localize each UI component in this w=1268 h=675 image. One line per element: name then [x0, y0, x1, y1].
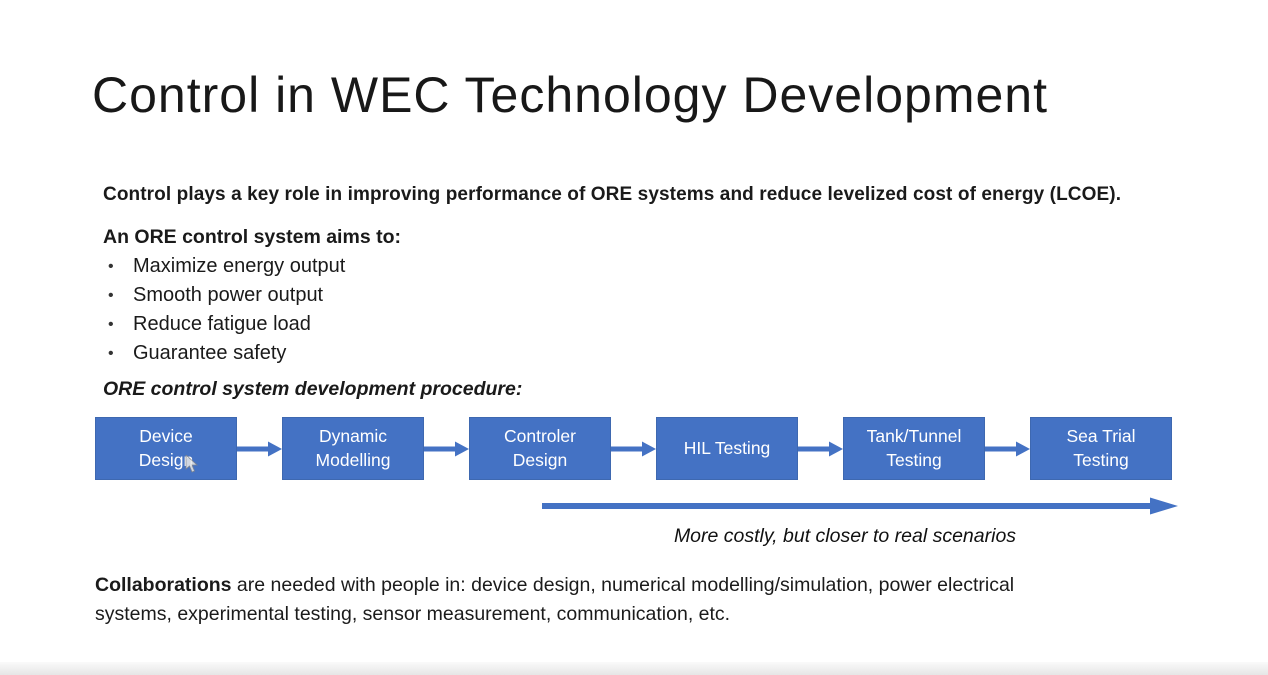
flow-connector — [237, 417, 282, 480]
long-arrow-right-icon — [542, 497, 1178, 515]
intro-text: Control plays a key role in improving pe… — [103, 184, 1122, 205]
collaboration-text: Collaborations are needed with people in… — [95, 571, 1195, 629]
list-item-label: Reduce fatigue load — [133, 313, 311, 335]
arrow-right-icon — [985, 441, 1030, 456]
flow-box-dynamic-modelling: Dynamic Modelling — [282, 417, 424, 480]
flow-connector — [985, 417, 1030, 480]
cost-scale-caption: More costly, but closer to real scenario… — [673, 525, 1017, 547]
list-item-label: Smooth power output — [133, 284, 324, 306]
procedure-heading: ORE control system development procedure… — [103, 378, 523, 400]
arrow-right-icon — [237, 441, 282, 456]
collaboration-lead: Collaborations — [95, 574, 232, 596]
list-item-label: Guarantee safety — [133, 342, 287, 364]
flow-box-controller-design: Controler Design — [469, 417, 611, 480]
collaboration-line2: systems, experimental testing, sensor me… — [95, 603, 731, 625]
list-item: • Maximize energy output — [103, 253, 345, 282]
cost-scale: More costly, but closer to real scenario… — [540, 497, 1178, 548]
flow-box-tank-tunnel-testing: Tank/Tunnel Testing — [843, 417, 985, 480]
bullet-icon: • — [108, 316, 114, 333]
list-item: • Smooth power output — [103, 282, 345, 311]
list-item: • Guarantee safety — [103, 340, 345, 369]
list-item-label: Maximize energy output — [133, 255, 346, 277]
arrow-right-icon — [798, 441, 843, 456]
collaboration-line1: are needed with people in: device design… — [231, 574, 1015, 596]
bullet-icon: • — [108, 258, 114, 275]
bullet-icon: • — [108, 345, 114, 362]
list-item: • Reduce fatigue load — [103, 311, 345, 340]
arrow-right-icon — [611, 441, 656, 456]
arrow-right-icon — [424, 441, 469, 456]
mouse-cursor-icon — [185, 455, 198, 473]
flow-box-hil-testing: HIL Testing — [656, 417, 798, 480]
flow-connector — [424, 417, 469, 480]
flow-connector — [798, 417, 843, 480]
flow-box-device-design: Device Design — [95, 417, 237, 480]
flow-connector — [611, 417, 656, 480]
bottom-bar — [0, 662, 1268, 675]
page-title: Control in WEC Technology Development — [92, 67, 1048, 123]
flow-diagram: Device Design Dynamic Modelling Controle… — [95, 417, 1172, 480]
bullet-icon: • — [108, 287, 114, 304]
flow-box-sea-trial-testing: Sea Trial Testing — [1030, 417, 1172, 480]
aims-heading: An ORE control system aims to: — [103, 226, 401, 248]
aims-list: • Maximize energy output • Smooth power … — [103, 253, 345, 369]
